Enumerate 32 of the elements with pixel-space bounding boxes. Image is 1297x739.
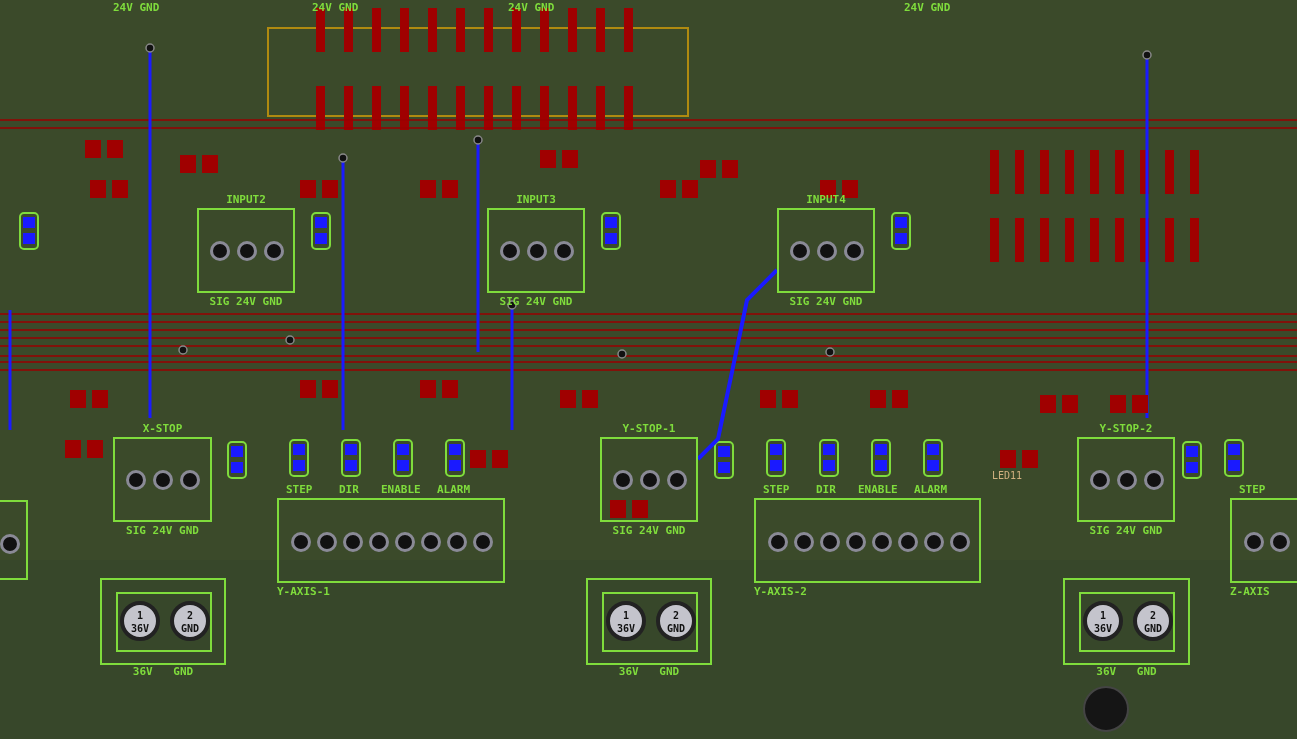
led-label: ALARM [914, 484, 948, 496]
connector-label: Z-AXIS [1230, 586, 1270, 598]
connector-label: INPUT2 [225, 194, 267, 206]
pin-labels: 36V GND [131, 666, 195, 678]
led-label: STEP [763, 484, 790, 496]
led-label: ENABLE [858, 484, 898, 496]
silkscreen-label: 24V GND [312, 2, 359, 14]
connector-label: Y-STOP-1 [621, 423, 677, 435]
pin-labels: 36V GND [1095, 666, 1158, 678]
pin-labels: SIG 24V GND [125, 525, 200, 537]
pin-labels: SIG 24V GND [611, 525, 687, 537]
connector-label: X-STOP [141, 423, 184, 435]
pin-labels: SIG 24V GND [498, 296, 574, 308]
led-label: ALARM [437, 484, 471, 496]
silkscreen-label: 24V GND [904, 2, 951, 14]
pin-labels: SIG 24V GND [788, 296, 864, 308]
pin-labels: SIG 24V GND [208, 296, 284, 308]
connector-label: INPUT4 [805, 194, 847, 206]
connector-label: Y-AXIS-1 [277, 586, 330, 598]
led-label: ENABLE [381, 484, 421, 496]
mirrored-label: LED11 [992, 470, 1023, 482]
silkscreen-label: 24V GND [508, 2, 555, 14]
pin-labels: SIG 24V GND [1088, 525, 1164, 537]
connector-label: INPUT3 [515, 194, 557, 206]
led-label: STEP [286, 484, 313, 496]
led-label: STEP [1239, 484, 1266, 496]
pin-labels: 36V GND [617, 666, 681, 678]
connector-label: Y-AXIS-2 [754, 586, 807, 598]
led-label: DIR [339, 484, 359, 496]
silkscreen-label: 24V GND [113, 2, 160, 14]
led-label: DIR [816, 484, 836, 496]
connector-label: Y-STOP-2 [1098, 423, 1154, 435]
